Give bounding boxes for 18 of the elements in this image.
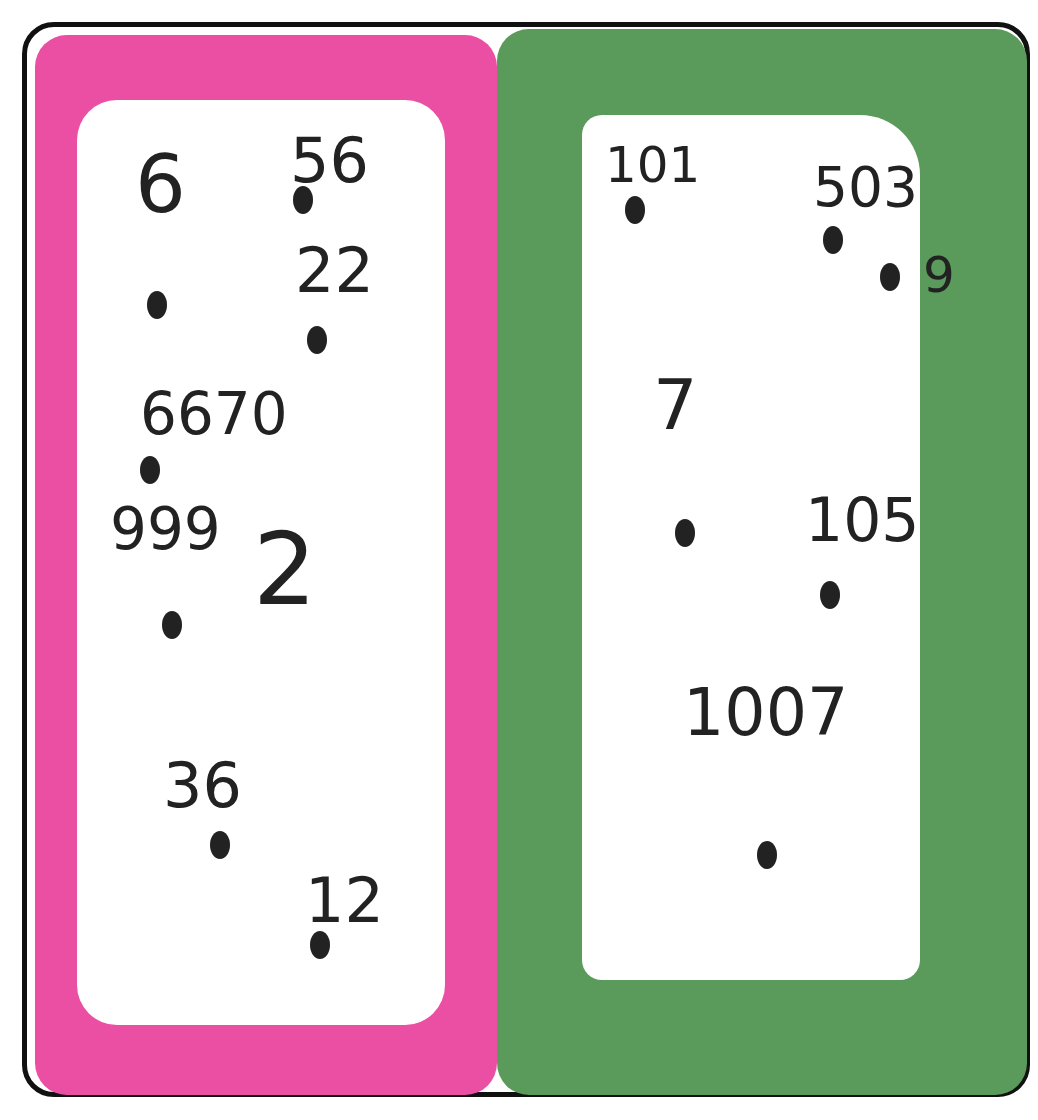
number-label: 999 (110, 500, 221, 558)
number-label: 1007 (683, 680, 849, 745)
set-region (35, 35, 497, 1095)
number-label: 503 (813, 160, 918, 215)
number-label: 12 (305, 870, 384, 932)
set-interior (77, 100, 445, 1025)
number-label: 56 (290, 130, 369, 192)
number-label: 2 (253, 520, 317, 620)
set-region (497, 29, 1027, 1095)
number-label: 7 (653, 370, 698, 440)
outer-frame (22, 22, 1030, 1097)
number-label: 36 (163, 755, 242, 817)
number-label: 6 (135, 145, 186, 225)
number-label: 6670 (140, 385, 288, 443)
number-label: 9 (923, 250, 955, 300)
number-label: 105 (805, 490, 920, 550)
number-label: 22 (295, 240, 374, 302)
number-label: 101 (605, 140, 701, 190)
